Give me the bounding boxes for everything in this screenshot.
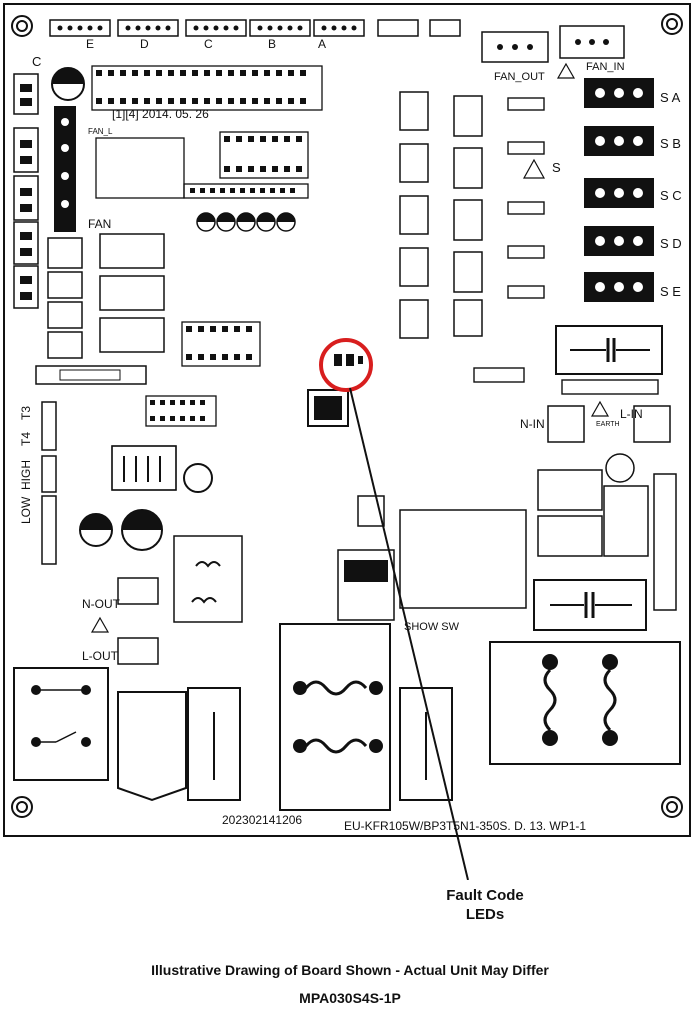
l-out-terminal <box>117 637 159 665</box>
left-edge-connectors <box>13 73 39 309</box>
l-out-label: L-OUT <box>82 649 119 663</box>
warning-icon <box>556 62 576 79</box>
fan-in-label: FAN_IN <box>586 61 625 73</box>
low-label: LOW <box>19 496 33 524</box>
fan-relay <box>54 106 76 232</box>
fault-code-leds <box>334 354 363 366</box>
relays-left <box>47 233 165 359</box>
connector-label-b: B <box>268 37 276 51</box>
input-terminals <box>547 405 671 443</box>
show-sw-label: SHOW SW <box>404 621 460 633</box>
heat-sink <box>111 445 177 491</box>
s-b-label: S B <box>660 136 681 151</box>
n-in-label: N-IN <box>520 417 545 431</box>
ic-strips-top <box>91 65 323 199</box>
fault-code-highlight-circle <box>319 338 373 392</box>
sensor-headers <box>41 401 57 565</box>
fuse <box>35 365 147 385</box>
fan-l-label: FAN_L <box>88 127 113 136</box>
center-inductor <box>279 623 391 811</box>
mounting-holes <box>11 13 683 818</box>
t4-label: T4 <box>19 432 33 446</box>
s-c-label: S C <box>660 188 682 203</box>
serial-number: 202302141206 <box>222 813 302 827</box>
s-e-label: S E <box>660 284 681 299</box>
right-relay-column <box>399 91 483 339</box>
inductor-right <box>489 641 681 765</box>
s-d-label: S D <box>660 236 682 251</box>
fault-code-callout: Fault Code LEDs <box>420 886 550 924</box>
high-label: HIGH <box>19 460 33 490</box>
circuit-board-diagram: E D C B A FAN_OUT FAN_IN C FAN <box>3 3 691 880</box>
callout-line-2: LEDs <box>465 906 505 923</box>
film-capacitor-top <box>555 325 663 375</box>
figure-caption: Illustrative Drawing of Board Shown - Ac… <box>151 962 549 978</box>
n-out-terminal <box>117 577 159 605</box>
film-capacitor-bottom <box>533 579 647 631</box>
connector-label-e: E <box>86 37 94 51</box>
relay-bottom-left <box>13 667 109 781</box>
fan-label: FAN <box>88 217 111 231</box>
s-label: S <box>552 160 561 175</box>
model-code: EU-KFR105W/BP3T5N1-350S. D. 13. WP1-1 <box>344 819 586 833</box>
board-model-number: MPA030S4S-1P <box>299 990 401 1006</box>
l-in-label: L-IN <box>620 407 643 421</box>
warning-icon <box>522 158 546 179</box>
rectifier <box>117 691 187 802</box>
n-out-label: N-OUT <box>82 597 121 611</box>
s-a-label: S A <box>660 90 681 105</box>
warning-icon <box>90 616 110 633</box>
warning-icon <box>590 400 610 417</box>
date-code: [1][4] 2014. 05. 26 <box>112 107 209 121</box>
t3-label: T3 <box>19 406 33 420</box>
earth-label: EARTH <box>596 421 620 428</box>
connector-label-c: C <box>204 37 213 51</box>
connector-label-a: A <box>318 37 326 51</box>
fan-out-label: FAN_OUT <box>494 71 545 83</box>
connector-label-d: D <box>140 37 149 51</box>
resistors-right <box>507 97 545 299</box>
callout-line-1: Fault Code <box>446 887 524 904</box>
c-label: C <box>32 54 41 69</box>
callout-leader-line <box>349 387 469 880</box>
